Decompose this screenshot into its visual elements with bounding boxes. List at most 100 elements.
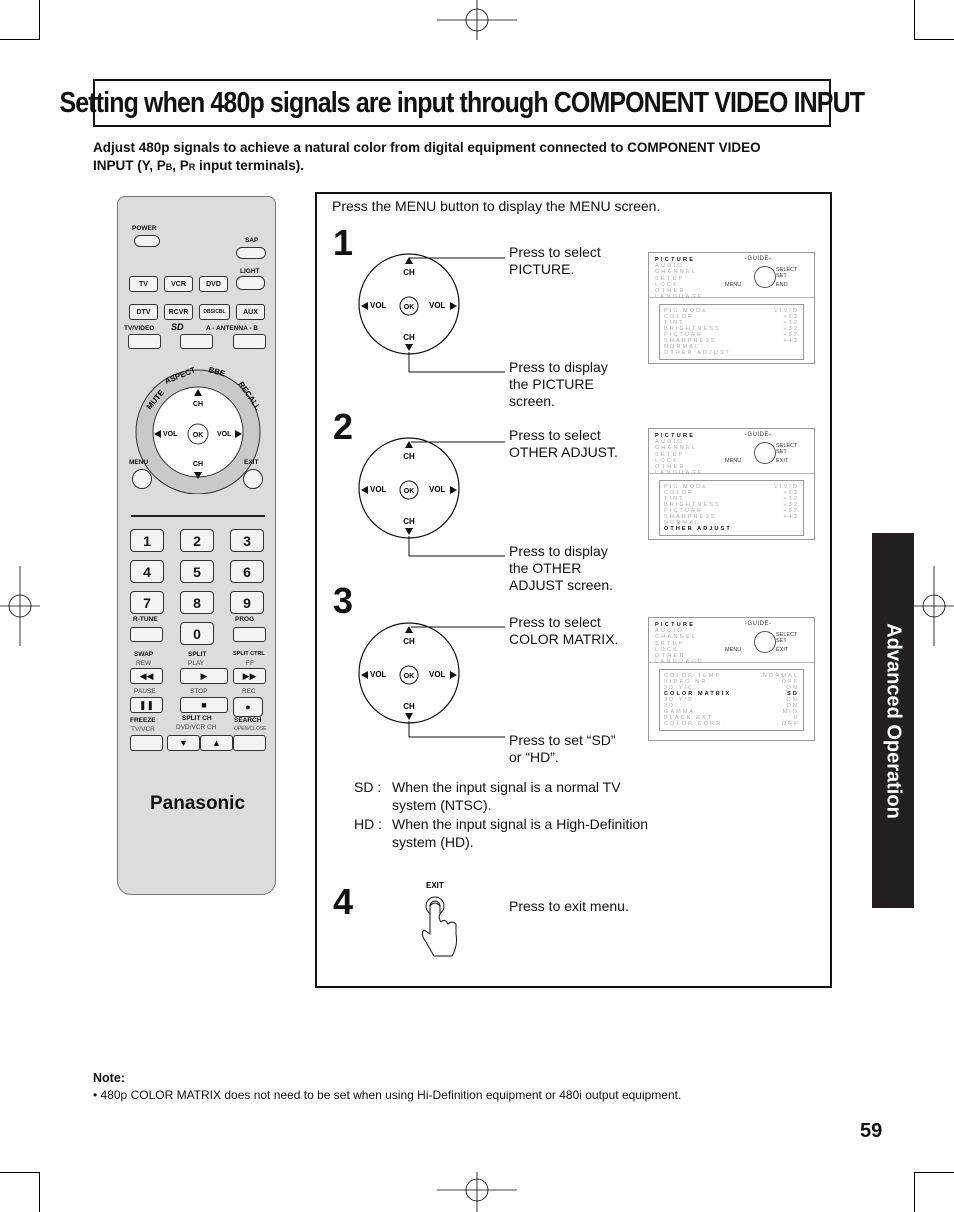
ch-up-button[interactable]: ▲ xyxy=(200,735,233,751)
num-3-button[interactable]: 3 xyxy=(230,529,264,552)
stop-button[interactable]: ■ xyxy=(180,697,228,713)
dpad-icon xyxy=(754,631,776,653)
ch-down-button[interactable]: ▼ xyxy=(167,735,200,751)
row-key: SHARPNESS xyxy=(664,338,717,344)
stop-label: STOP xyxy=(190,688,208,695)
tv-button[interactable]: TV xyxy=(129,276,158,292)
rcvr-button[interactable]: RCVR xyxy=(164,304,193,320)
submenu-row: COLOR CORR.OFF xyxy=(664,721,799,727)
menu-top: PICTURE AUDIO CHANNEL SETUP LOCK OTHER L… xyxy=(649,618,814,666)
menu-item: CHANNEL xyxy=(655,269,698,276)
num-label: 5 xyxy=(193,563,201,580)
row-value: SD xyxy=(787,691,799,697)
dvd-button[interactable]: DVD xyxy=(199,276,228,292)
steps-panel xyxy=(315,192,832,988)
pause-button[interactable]: ❚❚ xyxy=(130,697,163,713)
exit-button[interactable] xyxy=(243,469,263,489)
row-value: +42 xyxy=(783,338,799,344)
main-menu-list: PICTURE AUDIO CHANNEL SETUP LOCK OTHER L… xyxy=(655,433,704,476)
svg-text:VOL: VOL xyxy=(163,431,178,438)
power-button[interactable] xyxy=(134,235,160,247)
crop-mark xyxy=(914,39,954,40)
num-5-button[interactable]: 5 xyxy=(180,560,214,583)
tv-video-button[interactable] xyxy=(128,334,161,349)
num-8-button[interactable]: 8 xyxy=(180,591,214,614)
svg-text:VOL: VOL xyxy=(370,670,387,679)
stop-icon: ■ xyxy=(201,700,207,710)
antenna-button[interactable] xyxy=(233,334,266,349)
rec-button[interactable]: ● xyxy=(233,697,263,717)
menu-button[interactable] xyxy=(132,469,152,489)
row-key: GAMMA xyxy=(664,709,696,715)
row-key: COLOR xyxy=(664,314,695,320)
menu-item: LANGUAGE xyxy=(655,659,704,666)
crop-mark xyxy=(0,39,40,40)
num-9-button[interactable]: 9 xyxy=(230,591,264,614)
row-key: TINT xyxy=(664,496,685,502)
page-title: Setting when 480p signals are input thro… xyxy=(59,86,865,119)
sap-button[interactable] xyxy=(236,247,266,259)
r-tune-button[interactable] xyxy=(130,627,163,642)
crop-mark xyxy=(914,1172,915,1212)
row-key: 3DI xyxy=(664,703,679,709)
row-key: BRIGHTNESS xyxy=(664,326,721,332)
step-4-number: 4 xyxy=(333,881,354,922)
light-button[interactable] xyxy=(236,276,265,290)
ff-button[interactable]: ▶▶ xyxy=(233,668,266,684)
num-7-button[interactable]: 7 xyxy=(130,591,164,614)
dpad-icon xyxy=(754,442,776,464)
submenu-row-selected: OTHER ADJUST xyxy=(664,526,799,532)
aux-button[interactable]: AUX xyxy=(236,304,265,320)
row-key: COLOR CORR. xyxy=(664,721,726,727)
row-value: +32 xyxy=(783,326,799,332)
menu-item: PICTURE xyxy=(655,257,696,263)
vcr-button[interactable]: VCR xyxy=(164,276,193,292)
num-label: 4 xyxy=(143,563,151,580)
step-4-caption: Press to exit menu. xyxy=(509,898,629,914)
rew-icon: ◀◀ xyxy=(139,670,154,681)
search-button[interactable] xyxy=(233,735,266,751)
step-3-number: 3 xyxy=(333,580,354,621)
rcvr-button-label: RCVR xyxy=(168,308,189,316)
submenu-row: PICTURE+62 xyxy=(664,508,799,514)
split-ch-label: SPLIT CH xyxy=(182,715,212,722)
registration-mark-top xyxy=(437,0,517,40)
num-label: 7 xyxy=(143,594,151,611)
submenu-row: COLOR+32 xyxy=(664,314,799,320)
play-button[interactable]: ▶ xyxy=(180,668,228,684)
freeze-button[interactable] xyxy=(130,735,163,751)
submenu-row: BRIGHTNESS+32 xyxy=(664,502,799,508)
section-tab: Advanced Operation xyxy=(872,533,914,908)
section-tab-label: Advanced Operation xyxy=(882,622,905,819)
svg-text:CH: CH xyxy=(403,702,415,711)
divider xyxy=(131,515,265,517)
note-body: • 480p COLOR MATRIX does not need to be … xyxy=(93,1088,682,1102)
sd-button[interactable] xyxy=(180,334,213,349)
num-4-button[interactable]: 4 xyxy=(130,560,164,583)
dvd-vcr-ch-label: DVD/VCR CH xyxy=(176,724,217,731)
hd-text-1: When the input signal is a High-Definiti… xyxy=(392,816,649,832)
row-key: PICTURE xyxy=(664,332,703,338)
vcr-button-label: VCR xyxy=(171,280,186,288)
prog-label: PROG xyxy=(235,616,255,623)
num-6-button[interactable]: 6 xyxy=(230,560,264,583)
select-label: SELECT xyxy=(776,443,798,449)
dtv-button[interactable]: DTV xyxy=(129,304,158,320)
prog-button[interactable] xyxy=(233,627,266,642)
rew-button[interactable]: ◀◀ xyxy=(130,668,163,684)
submenu-row: PIC MODE VIVID xyxy=(664,484,799,490)
row-value: ON xyxy=(786,703,799,709)
dbs-cbl-button[interactable]: DBS/CBL xyxy=(199,304,230,320)
num-1-button[interactable]: 1 xyxy=(130,529,164,552)
num-0-button[interactable]: 0 xyxy=(180,622,214,645)
row-value: ON xyxy=(786,697,799,703)
num-label: 2 xyxy=(193,532,201,549)
step-1-caption-bottom: Press to display the PICTURE screen. xyxy=(509,359,608,409)
hd-row: HD :When the input signal is a High-Defi… xyxy=(354,816,648,851)
num-2-button[interactable]: 2 xyxy=(180,529,214,552)
row-key: PIC MODE xyxy=(664,484,708,490)
step-3-caption-top: Press to select COLOR MATRIX. xyxy=(509,614,619,647)
row-value: 0 xyxy=(793,715,799,721)
row-value: VIVID xyxy=(774,484,799,490)
